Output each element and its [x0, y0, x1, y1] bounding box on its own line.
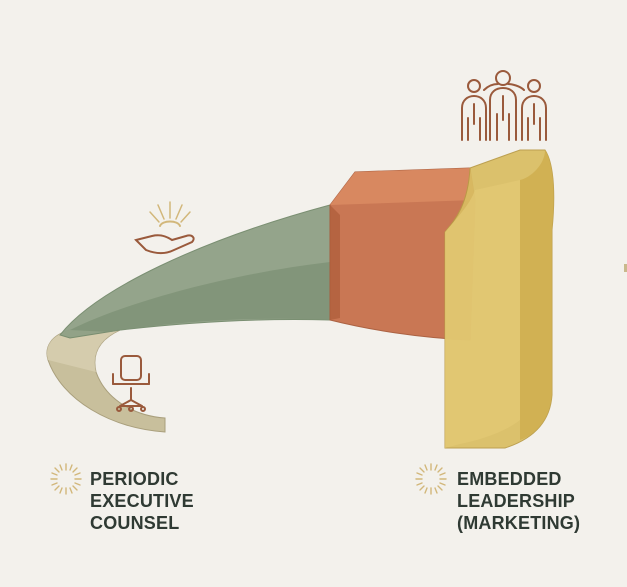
segment-beige-top	[46, 330, 121, 372]
label-periodic-executive-counsel: PERIODIC EXECUTIVE COUNSEL	[90, 468, 194, 534]
sun-burst-icon	[415, 463, 447, 495]
segment-mustard-inner	[445, 180, 520, 448]
segment-terracotta-side	[330, 205, 340, 320]
team-icon	[461, 70, 547, 141]
label-line: EMBEDDED	[457, 469, 562, 489]
label-line: (MARKETING)	[457, 513, 581, 533]
label-line: PERIODIC	[90, 469, 179, 489]
office-chair-icon	[112, 355, 150, 412]
label-embedded-leadership: EMBEDDED LEADERSHIP (MARKETING)	[457, 468, 580, 534]
label-line: COUNSEL	[90, 513, 180, 533]
label-line: EXECUTIVE	[90, 491, 194, 511]
segment-sage-highlight	[70, 262, 330, 332]
segment-mustard-front	[520, 150, 554, 440]
edge-marker	[624, 264, 627, 272]
segment-terracotta-top	[330, 168, 475, 205]
hand-sun-icon	[134, 201, 195, 254]
sun-burst-icon	[50, 463, 82, 495]
label-line: LEADERSHIP	[457, 491, 576, 511]
